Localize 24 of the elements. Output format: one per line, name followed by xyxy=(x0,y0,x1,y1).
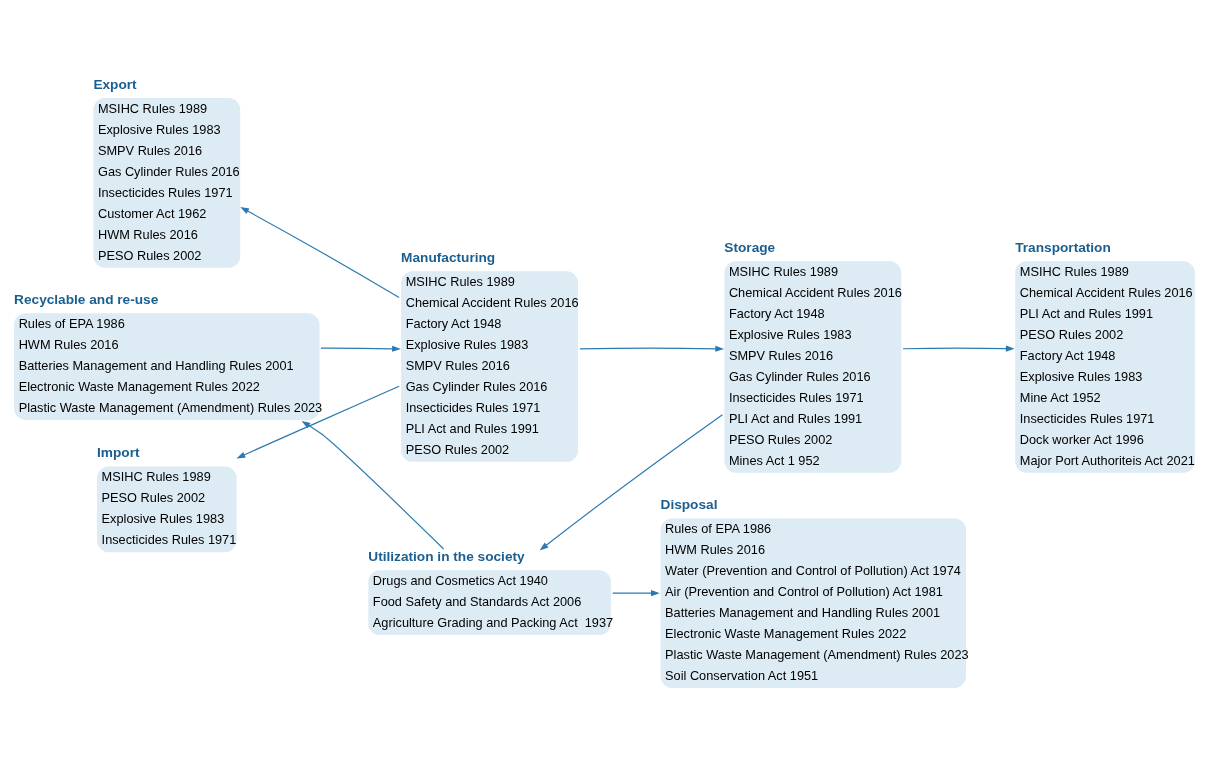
node-label: Utilization in the society xyxy=(368,548,525,564)
node-label: Storage xyxy=(724,239,776,255)
arrow xyxy=(612,589,660,596)
node-box: MSIHC Rules 1989 PESO Rules 2002 Explosive Rules 1983 Insecticides Rules 1971 xyxy=(97,465,237,552)
node-label: Manufacturing xyxy=(401,249,496,265)
node-box: MSIHC Rules 1989 Explosive Rules 1983 SMPV Rules 2016 Gas Cylinder Rules 2016 Insecticides Rules 1971 Customer Act 1962 HWM Rules 2016 PESO Rules 2002 xyxy=(93,97,241,268)
node-label: Export xyxy=(93,76,137,92)
node-box: MSIHC Rules 1989 Chemical Accident Rules 2016 Factory Act 1948 Explosive Rules 1983 SMPV Rules 2016 Gas Cylinder Rules 2016 Insecticides Rules 1971 PLI Act and Rules 1991 PESO Rules 2002 xyxy=(401,270,578,462)
arrow xyxy=(301,420,445,550)
node-box: MSIHC Rules 1989 Chemical Accident Rules 2016 Factory Act 1948 Explosive Rules 1983 SMPV Rules 2016 Gas Cylinder Rules 2016 Insecticides Rules 1971 PLI Act and Rules 1991 PESO Rules 2002 Mines Act 1 952 xyxy=(724,260,902,473)
arrow xyxy=(236,385,400,458)
arrow xyxy=(579,345,725,352)
node-label: Transportation xyxy=(1015,239,1111,255)
node-box: Rules of EPA 1986 HWM Rules 2016 Water (Prevention and Control of Pollution) Act 1974 Air (Prevention and Control of Pollution) Act 1981 Batteries Management and Handling Rules 2001 Electronic Waste Management Rules 2022 Plastic Waste Management (Amendment) Rules 2023 Soil Conservation Act 1951 xyxy=(660,517,966,688)
arrow xyxy=(240,206,400,298)
node-box: Drugs and Cosmetics Act 1940 Food Safety and Standards Act 2006 Agriculture Grading and Packing Act 1937 xyxy=(368,569,611,635)
node-label: Import xyxy=(97,444,140,460)
arrow xyxy=(902,345,1015,352)
node-label: Recyclable and re-use xyxy=(14,291,159,307)
arrow xyxy=(320,345,401,352)
node-box: Rules of EPA 1986 HWM Rules 2016 Batteries Management and Handling Rules 2001 Electronic Waste Management Rules 2022 Plastic Waste Management (Amendment) Rules 2023 xyxy=(14,312,320,420)
node-box: MSIHC Rules 1989 Chemical Accident Rules 2016 PLI Act and Rules 1991 PESO Rules 2002 Factory Act 1948 Explosive Rules 1983 Mine Act 1952 Insecticides Rules 1971 Dock worker Act 1996 Major Port Authoriteis Act 2021 xyxy=(1015,260,1195,473)
arrow xyxy=(539,413,724,550)
node-label: Disposal xyxy=(660,496,718,512)
